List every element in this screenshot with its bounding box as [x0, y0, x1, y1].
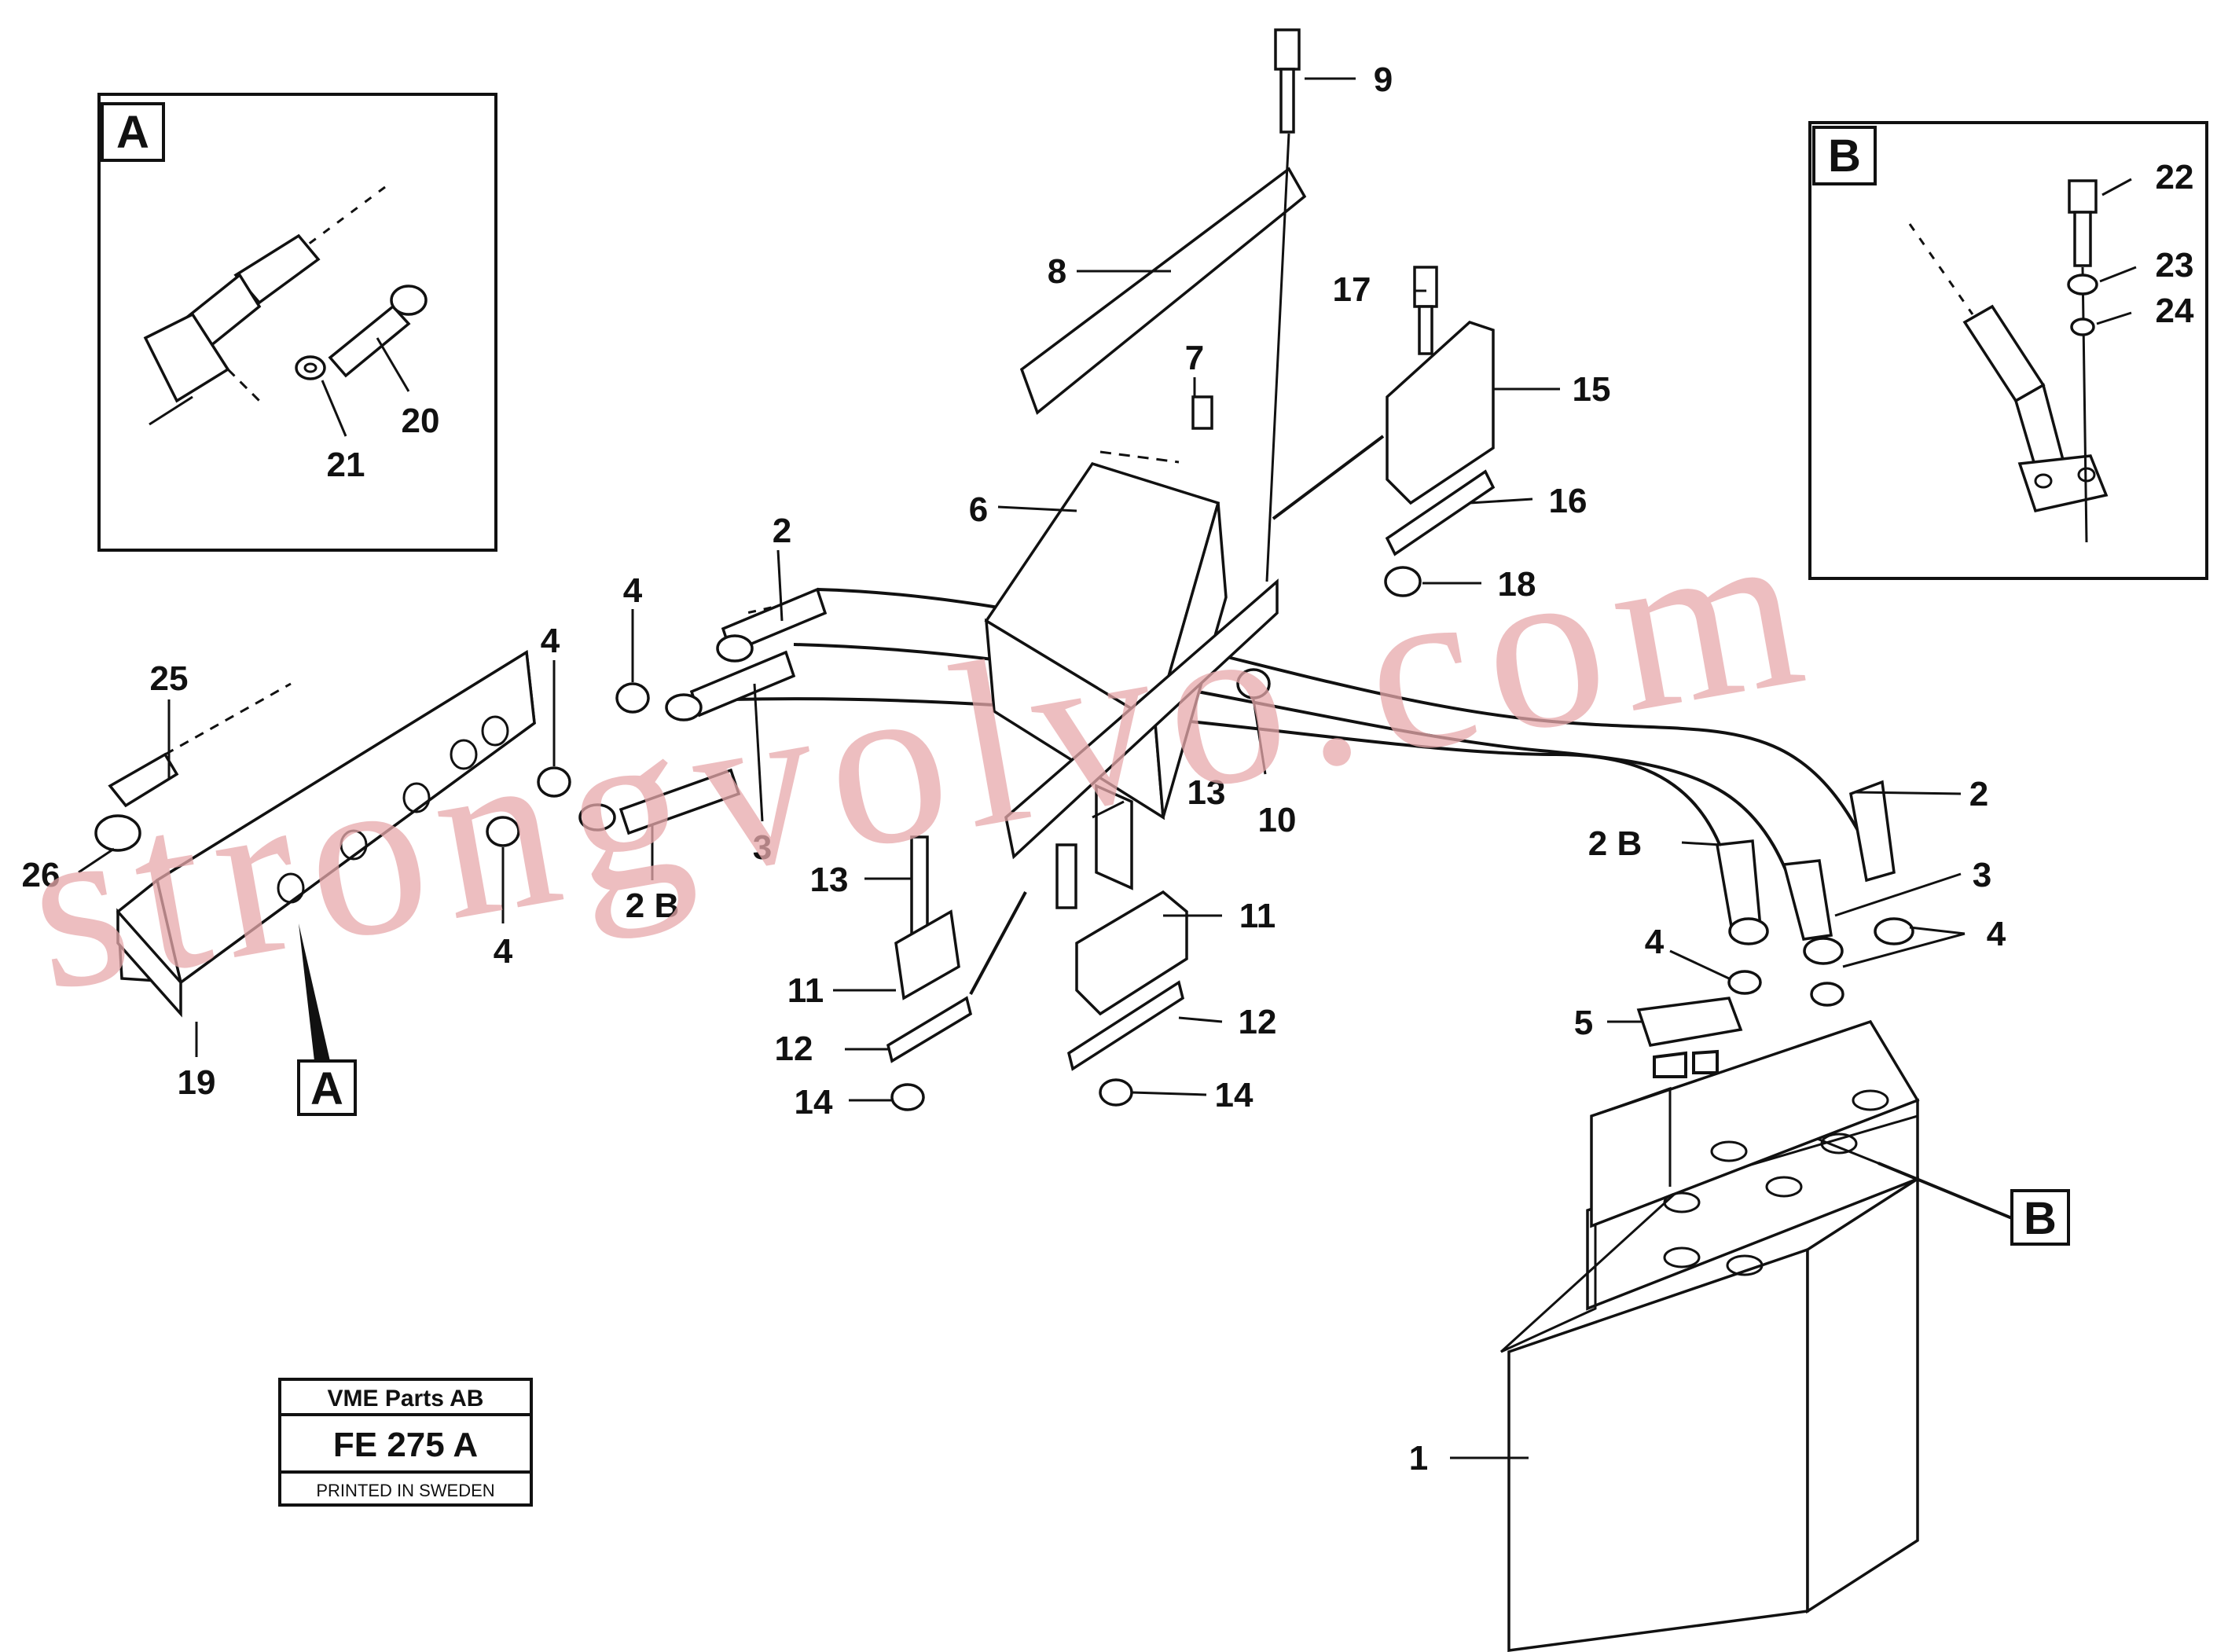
washer-24 [2070, 318, 2095, 336]
callout-13-right: 13 [1187, 773, 1226, 812]
callout-11-right: 11 [1239, 897, 1276, 935]
clamp-15-group [1272, 266, 1496, 597]
clamp-bar-8 [1019, 167, 1307, 415]
callout-18: 18 [1498, 565, 1536, 604]
view-marker-b-box [2010, 1189, 2070, 1246]
callout-4-c: 4 [494, 932, 513, 971]
inset-b: B 22 23 24 [1808, 121, 2208, 580]
title-block-drawing-number: FE 275 A [333, 1426, 478, 1464]
callout-10: 10 [1258, 801, 1297, 839]
clamp-11-left [894, 909, 960, 1000]
callout-2b-right: 2 B [1588, 824, 1642, 863]
callout-19: 19 [178, 1063, 216, 1102]
clamp-15 [1386, 321, 1495, 505]
callout-13-left: 13 [810, 861, 849, 899]
callout-14-left: 14 [795, 1083, 833, 1122]
nut-14-left [890, 1083, 925, 1111]
callout-14-right: 14 [1215, 1076, 1253, 1114]
title-block-company: VME Parts AB [328, 1386, 484, 1412]
bolt-13-right [1055, 843, 1077, 909]
inset-b-letter-box [1812, 126, 1877, 185]
callout-11-left: 11 [787, 971, 824, 1010]
callout-3-left: 3 [753, 828, 772, 867]
view-marker-b: B [2024, 1193, 2057, 1244]
nut-14-right [1099, 1078, 1133, 1107]
callouts: 9 8 7 6 10 17 15 16 18 2 4 4 4 3 2 B 25 … [22, 61, 2006, 1478]
callout-2b-left: 2 B [626, 887, 679, 925]
bolt-9 [1274, 28, 1301, 71]
callout-12-right: 12 [1239, 1003, 1277, 1041]
seal-4b [537, 766, 571, 798]
inset-b-letter: B [1828, 130, 1861, 182]
callout-21: 21 [327, 446, 365, 484]
callout-4-a: 4 [623, 571, 643, 610]
clamp-11-right [1075, 890, 1188, 1016]
callout-5: 5 [1574, 1004, 1593, 1042]
callout-12-left: 12 [775, 1030, 813, 1068]
callout-20: 20 [402, 402, 440, 440]
callout-7: 7 [1185, 339, 1204, 377]
nut-10 [1236, 668, 1271, 699]
seal-4d [1728, 917, 1769, 945]
callout-15: 15 [1573, 370, 1611, 409]
plate-16 [1385, 469, 1496, 556]
screw-7 [1191, 395, 1213, 430]
callout-25: 25 [150, 659, 189, 698]
inset-a-letter-box [101, 102, 165, 162]
callout-24: 24 [2156, 292, 2194, 330]
plate-12-right [1066, 980, 1185, 1071]
nut-18 [1384, 566, 1422, 597]
title-block-printed: PRINTED IN SWEDEN [316, 1481, 494, 1500]
washer-21 [295, 355, 326, 380]
callout-9: 9 [1374, 61, 1393, 99]
hose-end-2b [618, 768, 741, 835]
screw-22 [2068, 179, 2098, 214]
callout-6: 6 [969, 490, 988, 529]
inset-a: A 21 20 [97, 93, 497, 552]
callout-2-left: 2 [773, 512, 791, 550]
callout-4-mid: 4 [1645, 923, 1665, 961]
seal-4f [1874, 917, 1914, 945]
callout-17: 17 [1333, 270, 1371, 309]
callout-26: 26 [22, 856, 61, 894]
leader-lines [78, 77, 1966, 1459]
callout-16: 16 [1549, 482, 1587, 520]
callout-3-right: 3 [1973, 856, 1991, 894]
plate-12-left [886, 996, 973, 1063]
view-marker-a: A [310, 1063, 343, 1114]
valve-block-19 [116, 650, 536, 1018]
callout-1: 1 [1409, 1439, 1428, 1478]
seal-4a [615, 682, 650, 714]
callout-23: 23 [2156, 246, 2194, 285]
tank-1 [1499, 1019, 1920, 1652]
hose-ferrule-b [1962, 304, 2046, 403]
seal-4e [1803, 937, 1844, 965]
clamp-lower [1004, 578, 1279, 860]
fitting-26 [94, 814, 141, 852]
title-block: VME Parts AB FE 275 A PRINTED IN SWEDEN [278, 1378, 533, 1507]
callout-4-b: 4 [541, 622, 560, 660]
fitting-25 [108, 752, 179, 808]
flange-b [2017, 454, 2109, 513]
seal-4c [486, 816, 520, 847]
callout-8: 8 [1048, 252, 1066, 291]
callout-2-right: 2 [1969, 775, 1988, 813]
washer-23 [2067, 273, 2098, 296]
callout-22: 22 [2156, 158, 2194, 196]
callout-4-right: 4 [1987, 915, 2006, 953]
inset-a-letter: A [116, 107, 149, 158]
screw-20 [328, 304, 411, 378]
clip-5 [1636, 997, 1743, 1047]
